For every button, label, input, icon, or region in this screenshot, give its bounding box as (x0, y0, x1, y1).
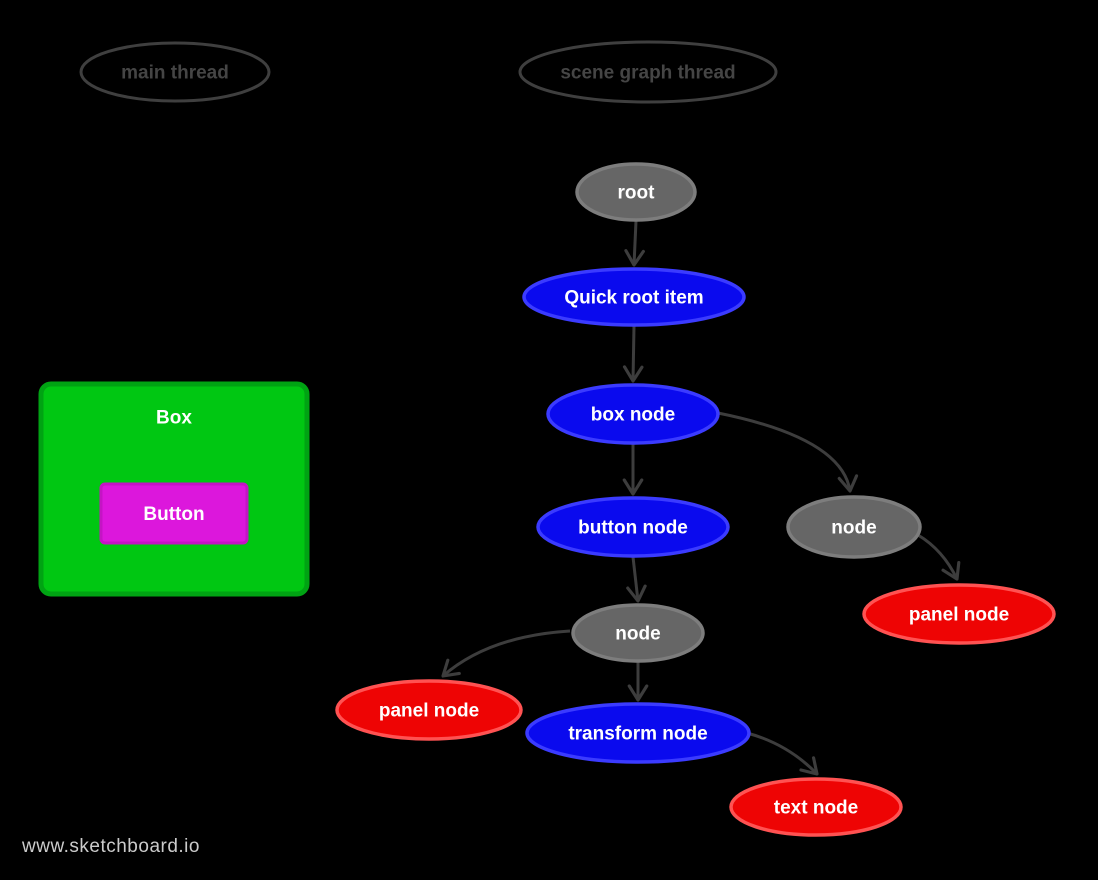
edge-root-quick-root-item[interactable] (624, 220, 645, 267)
edge-node-right-panel-node-right[interactable] (917, 533, 961, 581)
node-main-thread-ellipse (79, 41, 271, 103)
node-main-thread-label: main thread (121, 63, 229, 84)
node-text-node[interactable]: text node (729, 777, 903, 837)
node-scene-graph-thread[interactable]: scene graph thread (518, 40, 778, 104)
edge-quick-root-item-box-node[interactable] (622, 325, 644, 383)
node-quick-root-item-ellipse (522, 267, 746, 327)
node-text-node-ellipse (729, 777, 903, 837)
node-node-center[interactable]: node (571, 603, 705, 663)
node-node-right-ellipse (786, 495, 922, 559)
edge-button-node-node-center[interactable] (626, 556, 647, 603)
edge-transform-node-text-node[interactable] (746, 731, 819, 776)
node-panel-node-left-ellipse (335, 679, 523, 741)
node-root[interactable]: root (575, 162, 697, 222)
node-panel-node-right-ellipse (862, 583, 1056, 645)
node-button-node[interactable]: button node (536, 496, 730, 558)
node-root-ellipse (575, 162, 697, 222)
node-node-right[interactable]: node (786, 495, 922, 559)
node-transform-node[interactable]: transform node (525, 702, 751, 764)
node-panel-node-left[interactable]: panel node (335, 679, 523, 741)
node-box-node-ellipse (546, 383, 720, 445)
node-main-thread[interactable]: main thread (79, 41, 271, 103)
node-transform-node-ellipse (525, 702, 751, 764)
node-scene-graph-thread-ellipse (518, 40, 778, 104)
watermark-link: www.sketchboard.io (22, 836, 200, 857)
button-shape[interactable]: Button (99, 482, 249, 545)
node-box-node[interactable]: box node (546, 383, 720, 445)
node-panel-node-right[interactable]: panel node (862, 583, 1056, 645)
node-node-center-ellipse (571, 603, 705, 663)
button-rect (99, 482, 249, 545)
node-quick-root-item[interactable]: Quick root item (522, 267, 746, 327)
node-scene-graph-thread-label: scene graph thread (560, 63, 735, 84)
edge-box-node-node-right[interactable] (717, 411, 859, 493)
node-button-node-ellipse (536, 496, 730, 558)
edge-node-center-panel-node-left[interactable] (441, 629, 571, 678)
